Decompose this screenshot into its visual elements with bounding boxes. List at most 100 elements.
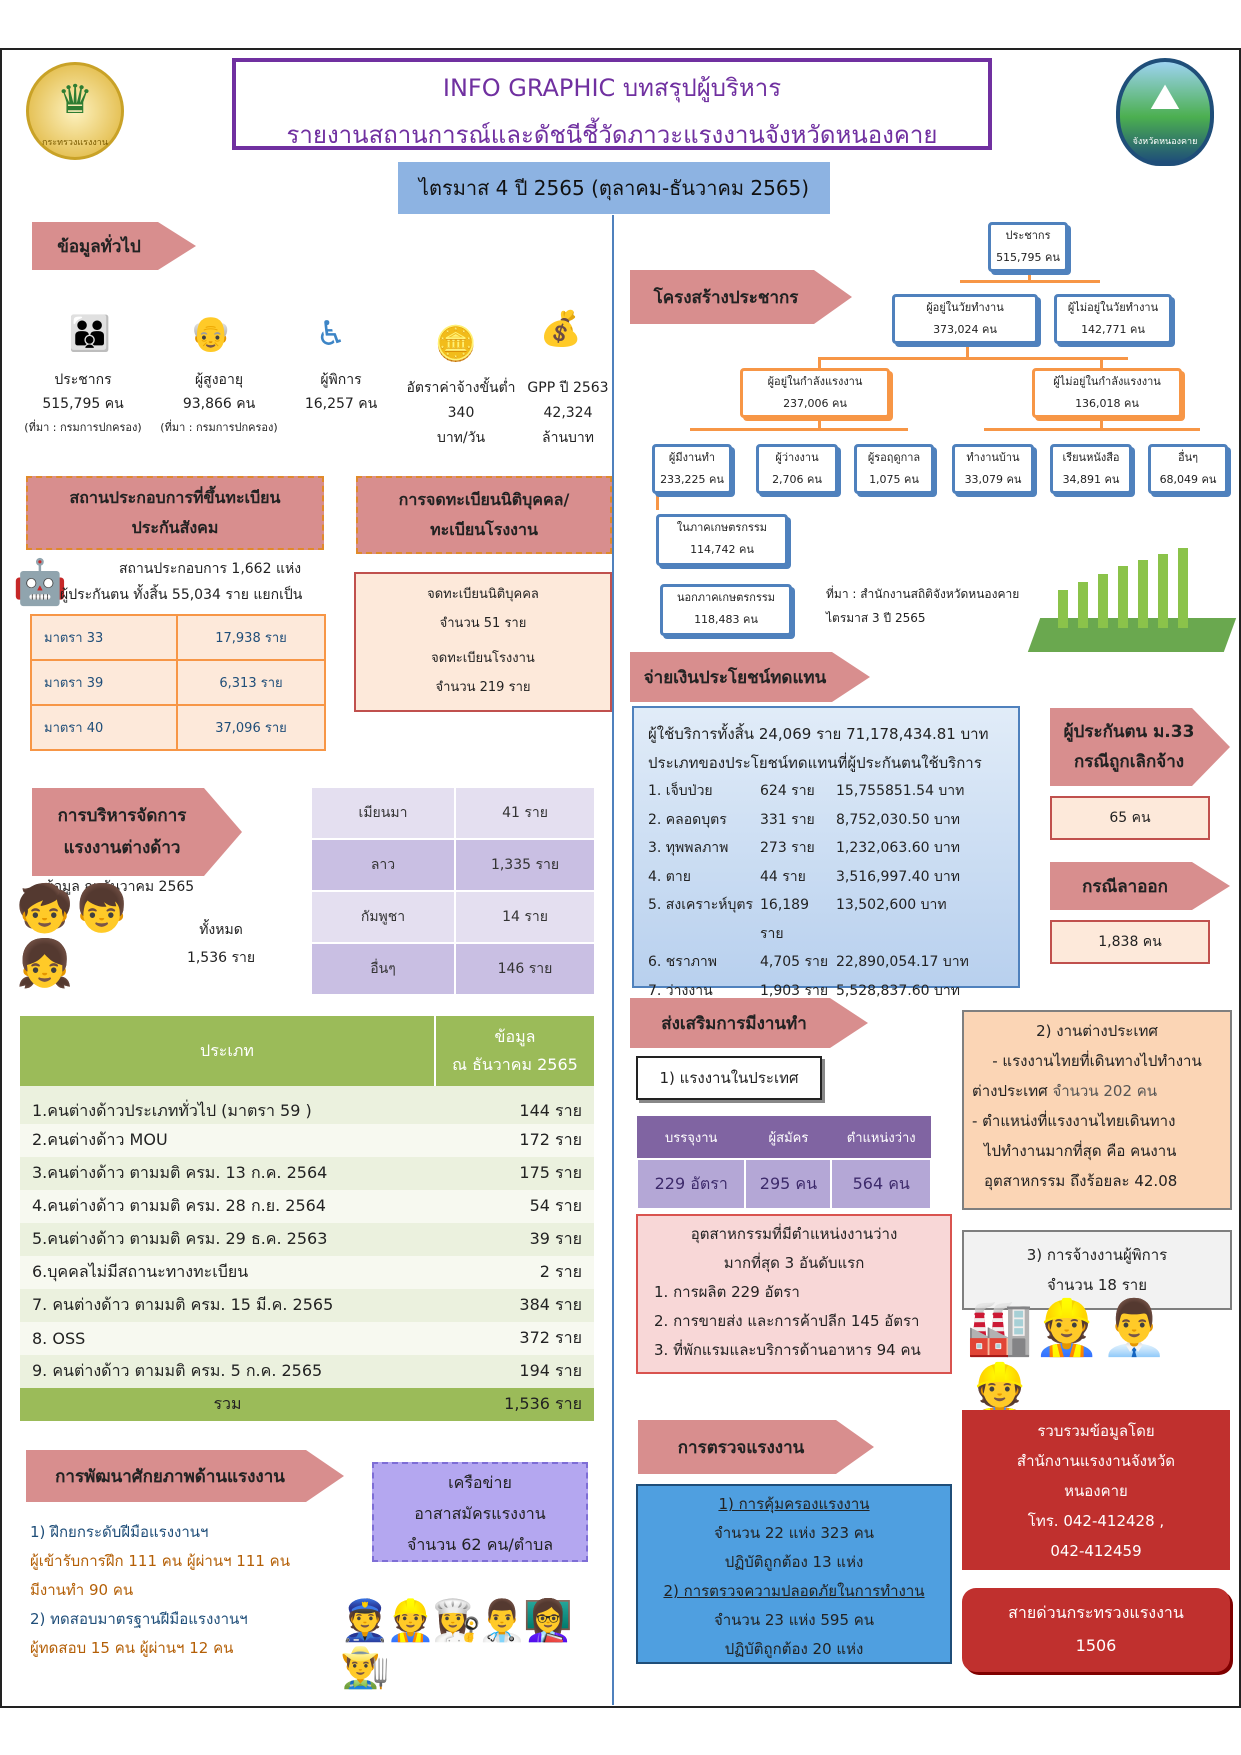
ss-table: มาตรา 33 17,938 ราย มาตรา 39 6,313 ราย ม… [30,614,326,751]
abroad-l1: 2) งานต่างประเทศ [1036,1022,1158,1040]
ft-v: 144 ราย [519,1101,582,1120]
disabled-l1: 3) การจ้างงานผู้พิการ [1026,1246,1168,1264]
registration-heading-l1: การจดทะเบียนนิติบุคคล/ [398,490,570,509]
ind-l2: มากที่สุด 3 อันดับแรก [723,1254,865,1272]
nation-v: 41 ราย [454,786,596,840]
connector [818,357,1128,360]
ss-v: 6,313 ราย [176,659,326,706]
chart-bar [1138,560,1148,628]
stat-gpp-unit: ล้านบาท [542,430,594,446]
resign-value: 1,838 คน [1098,934,1162,950]
reg-factory-value: จำนวน 219 ราย [435,680,531,695]
ft-k: 8. OSS [32,1329,86,1348]
th-data-l2: ณ ธันวาคม 2565 [452,1055,578,1074]
ft-k: 4.คนต่างด้าว ตามมติ ครม. 28 ก.ย. 2564 [32,1196,326,1215]
ss-v: 17,938 ราย [176,614,326,661]
node-work-age: ผู้อยู่ในวัยทำงาน 373,024 คน [892,294,1038,344]
node-non-work-age: ผู้ไม่อยู่ในวัยทำงาน 142,771 คน [1054,294,1172,344]
foreign-as-of: ข้อมูล ณ ธันวาคม 2565 [44,879,195,895]
emp-val: 295 คน [744,1158,833,1210]
compiled-l2: สำนักงานแรงงานจังหวัด [1016,1452,1176,1470]
node-value: 142,771 คน [1081,323,1145,336]
ft-k: 3.คนต่างด้าว ตามมติ ครม. 13 ก.ค. 2564 [32,1163,328,1182]
node-label: เรียนหนังสือ [1062,451,1120,464]
abroad-l3b: จำนวน 202 คน [1047,1082,1158,1100]
nation-v: 14 ราย [454,890,596,944]
nation-v: 1,335 ราย [454,838,596,892]
ind-row: 2. การขายส่ง และการค้าปลีก 145 อัตรา [654,1312,920,1330]
quarter-banner: ไตรมาส 4 ปี 2565 (ตุลาคม-ธันวาคม 2565) [398,162,830,214]
stat-gpp: GPP ปี 2563 42,324 ล้านบาท [520,376,616,451]
node-value: 2,706 คน [772,473,822,486]
ss-k: มาตรา 40 [30,704,178,751]
node-label: ผู้ไม่อยู่ในวัยทำงาน [1067,301,1159,314]
ft-v: 372 ราย [519,1328,582,1347]
hotline-l1: สายด่วนกระทรวงแรงงาน [1008,1603,1184,1622]
social-security-heading: สถานประกอบการที่ขึ้นทะเบียน ประกันสังคม [26,476,324,550]
stat-population-label: ประชากร [54,372,112,388]
stat-population: ประชากร 515,795 คน (ที่มา : กรมการปกครอง… [16,368,150,440]
table-row: 3.คนต่างด้าว ตามมติ ครม. 13 ก.ค. 2564 175… [20,1157,594,1190]
ft-k: 5.คนต่างด้าว ตามมติ ครม. 29 ธ.ค. 2563 [32,1229,328,1248]
social-security-summary: สถานประกอบการ 1,662 แห่ง ผู้ประกันตน ทั้… [60,556,360,608]
general-stats: 👪 👴 ♿ 🪙 💰 ประชากร 515,795 คน (ที่มา : กร… [16,300,612,446]
table-header-row: บรรจุงาน ผู้สมัคร ตำแหน่งว่าง [637,1116,931,1159]
hotline-box: สายด่วนกระทรวงแรงงาน 1506 [962,1588,1230,1672]
population-source: ที่มา : สำนักงานสถิติจังหวัดหนองคาย ไตรม… [826,582,1019,630]
workers-icon: 👮👷👩‍🍳👨‍⚕️👩‍🏫👨‍🌾 [340,1598,573,1691]
compiled-l5: 042-412459 [1050,1542,1142,1560]
node-label: ผู้อยู่ในกำลังแรงงาน [767,375,863,388]
population-heading-text: โครงสร้างประชากร [653,287,799,308]
ft-v: 175 ราย [519,1163,582,1182]
ind-l1: อุตสาหกรรมที่มีตำแหน่งงานว่าง [690,1225,898,1243]
employment-heading: ส่งเสริมการมีงานทำ [630,998,868,1048]
stat-population-value: 515,795 คน [42,396,124,412]
disabled-employment-box: 3) การจ้างงานผู้พิการ จำนวน 18 ราย [962,1230,1232,1310]
node-label: อื่นๆ [1177,451,1199,464]
benefits-total: ผู้ใช้บริการทั้งสิ้น 24,069 ราย 71,178,4… [648,725,989,743]
chart-bar [1118,566,1128,628]
stat-disabled-label: ผู้พิการ [320,372,362,388]
elderly-icon: 👴 [189,314,233,354]
kids-icon: 🧒👦👧 [16,881,131,990]
th-type: ประเภท [20,1016,436,1086]
ss-insured: ผู้ประกันตน ทั้งสิ้น 55,034 ราย แยกเป็น [60,587,303,603]
stat-elderly-label: ผู้สูงอายุ [194,372,244,388]
ft-k: 6.บุคคลไม่มีสถานะทางทะเบียน [32,1262,249,1281]
stat-min-wage-label: อัตราค่าจ้างขั้นต่ำ [406,380,516,396]
table-row: มาตรา 33 17,938 ราย [30,614,326,661]
logo-left: ♛ กระทรวงแรงงาน [26,62,124,160]
node-label: ผู้อยู่ในวัยทำงาน [926,301,1004,314]
skills-text: 1) ฝึกยกระดับฝีมือแรงงานฯ ผู้เข้ารับการฝ… [30,1518,350,1663]
skills-heading-text: การพัฒนาศักยภาพด้านแรงงาน [55,1466,285,1487]
ft-k: 9. คนต่างด้าว ตามมติ ครม. 5 ก.ค. 2565 [32,1361,323,1380]
registration-heading: การจดทะเบียนนิติบุคคล/ ทะเบียนโรงงาน [356,476,612,554]
benefit-n: 624 ราย [760,783,815,799]
table-row: มาตรา 40 37,096 ราย [30,704,326,751]
benefit-v: 1,232,063.60 บาท [836,840,960,856]
compiled-l3: หนองคาย [1064,1482,1128,1500]
m33-l2: กรณีถูกเลิกจ้าง [1073,752,1185,772]
reg-factory-label: จดทะเบียนโรงงาน [431,651,535,666]
reg-juristic-value: จำนวน 51 ราย [439,616,527,631]
abroad-l3a: ต่างประเทศ [972,1082,1048,1100]
chart-bar [1078,582,1088,628]
table-row: 229 อัตรา 295 คน 564 คน [635,1158,932,1210]
title-box: INFO GRAPHIC บทสรุปผู้บริหาร รายงานสถานก… [232,58,992,150]
employment-table: บรรจุงาน ผู้สมัคร ตำแหน่งว่าง 229 อัตรา … [635,1116,932,1210]
nation-k: เมียนมา [310,786,456,840]
domestic-label: 1) แรงงานในประเทศ [659,1069,799,1087]
stat-disabled-value: 16,257 คน [304,396,378,412]
nation-k: กัมพูชา [310,890,456,944]
logo-left-text: กระทรวงแรงงาน [42,138,108,148]
connector [960,280,1100,283]
benefit-n: 331 ราย [760,811,815,828]
ss-k: มาตรา 33 [30,614,178,661]
benefit-v: 5,528,837.60 บาท [836,982,960,999]
